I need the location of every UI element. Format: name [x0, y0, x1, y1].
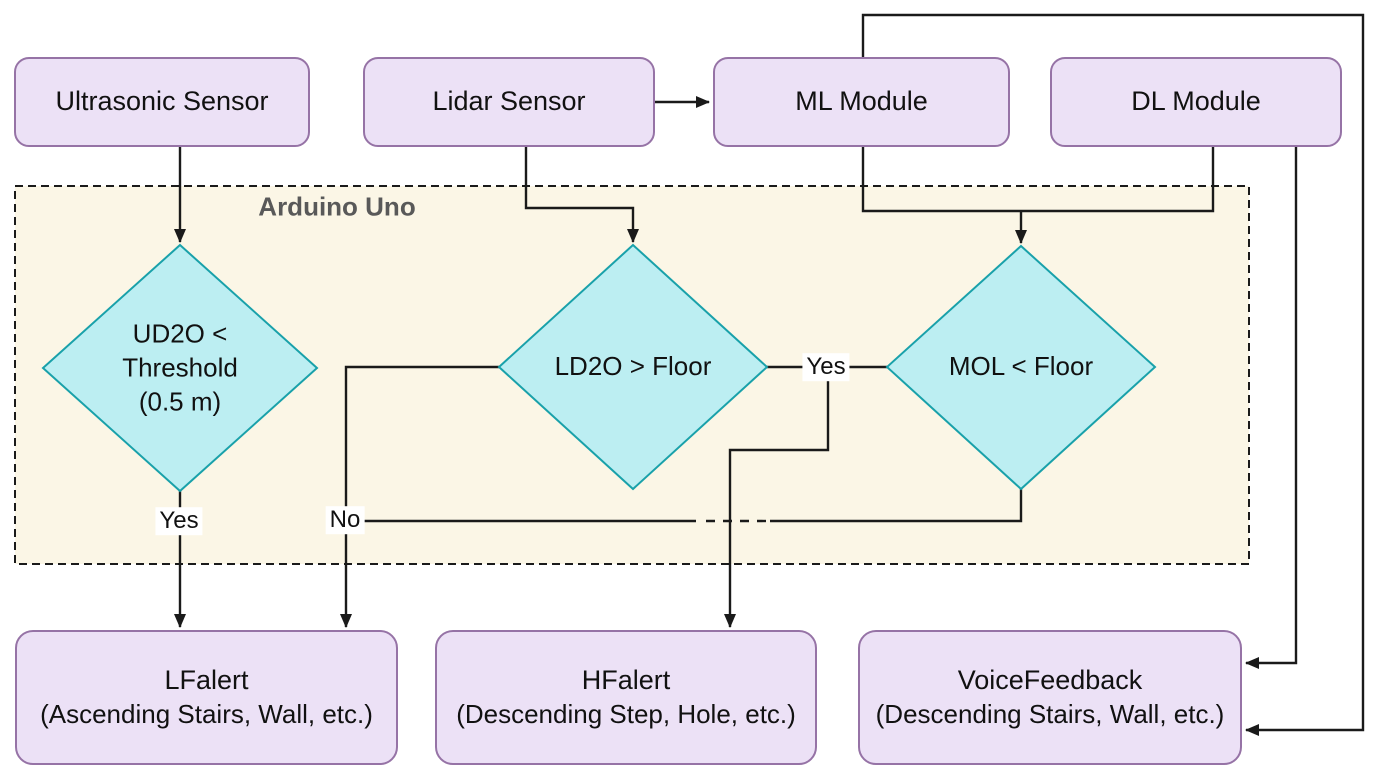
decision-ud2o-threshold — [41, 243, 319, 493]
node-lidar-sensor: Lidar Sensor — [363, 57, 655, 147]
node-title: VoiceFeedback — [957, 665, 1143, 696]
decision-text-mol: MOL < Floor — [948, 351, 1094, 382]
node-voicefeedback: VoiceFeedback (Descending Stairs, Wall, … — [858, 630, 1242, 765]
decision-text-ud2o: UD2O < Threshold (0.5 m) — [122, 317, 238, 418]
node-subtitle: (Descending Step, Hole, etc.) — [456, 699, 796, 730]
node-label: ML Module — [795, 86, 928, 117]
decision-text-ld2o: LD2O > Floor — [554, 351, 712, 382]
edge-d3-bottom-right — [770, 489, 1023, 523]
decision-line: (0.5 m) — [138, 385, 222, 416]
edge-label-no-d2: No — [325, 506, 365, 534]
decision-mol-floor — [885, 244, 1157, 491]
edge-yes-branch-to-hfalert — [724, 367, 830, 628]
node-lfalert: LFalert (Ascending Stairs, Wall, etc.) — [15, 630, 398, 765]
node-subtitle: (Descending Stairs, Wall, etc.) — [875, 699, 1225, 730]
node-label: Lidar Sensor — [432, 86, 586, 117]
edge-ml-dl-merge — [861, 147, 1215, 213]
edge-lidar-to-d2 — [524, 147, 639, 243]
decision-ld2o-floor — [497, 243, 769, 491]
node-subtitle: (Ascending Stairs, Wall, etc.) — [40, 699, 373, 730]
node-dl-module: DL Module — [1050, 57, 1342, 147]
node-label: DL Module — [1131, 86, 1261, 117]
node-ml-module: ML Module — [713, 57, 1010, 147]
decision-line: UD2O < — [132, 318, 228, 349]
node-ultrasonic-sensor: Ultrasonic Sensor — [14, 57, 310, 147]
node-label: Ultrasonic Sensor — [55, 86, 269, 117]
node-hfalert: HFalert (Descending Step, Hole, etc.) — [435, 630, 817, 765]
edge-ml-top-to-voicefeedback — [861, 13, 1365, 736]
edge-label-yes-d1: Yes — [155, 507, 203, 535]
edge-d2-no-to-lfalert — [340, 365, 499, 628]
edge-dl-to-voicefeedback — [1245, 147, 1298, 669]
decision-line: Threshold — [122, 352, 238, 383]
arduino-uno-label: Arduino Uno — [258, 191, 416, 222]
node-title: HFalert — [581, 665, 671, 696]
edge-label-yes-d2: Yes — [802, 353, 850, 381]
node-title: LFalert — [164, 665, 249, 696]
